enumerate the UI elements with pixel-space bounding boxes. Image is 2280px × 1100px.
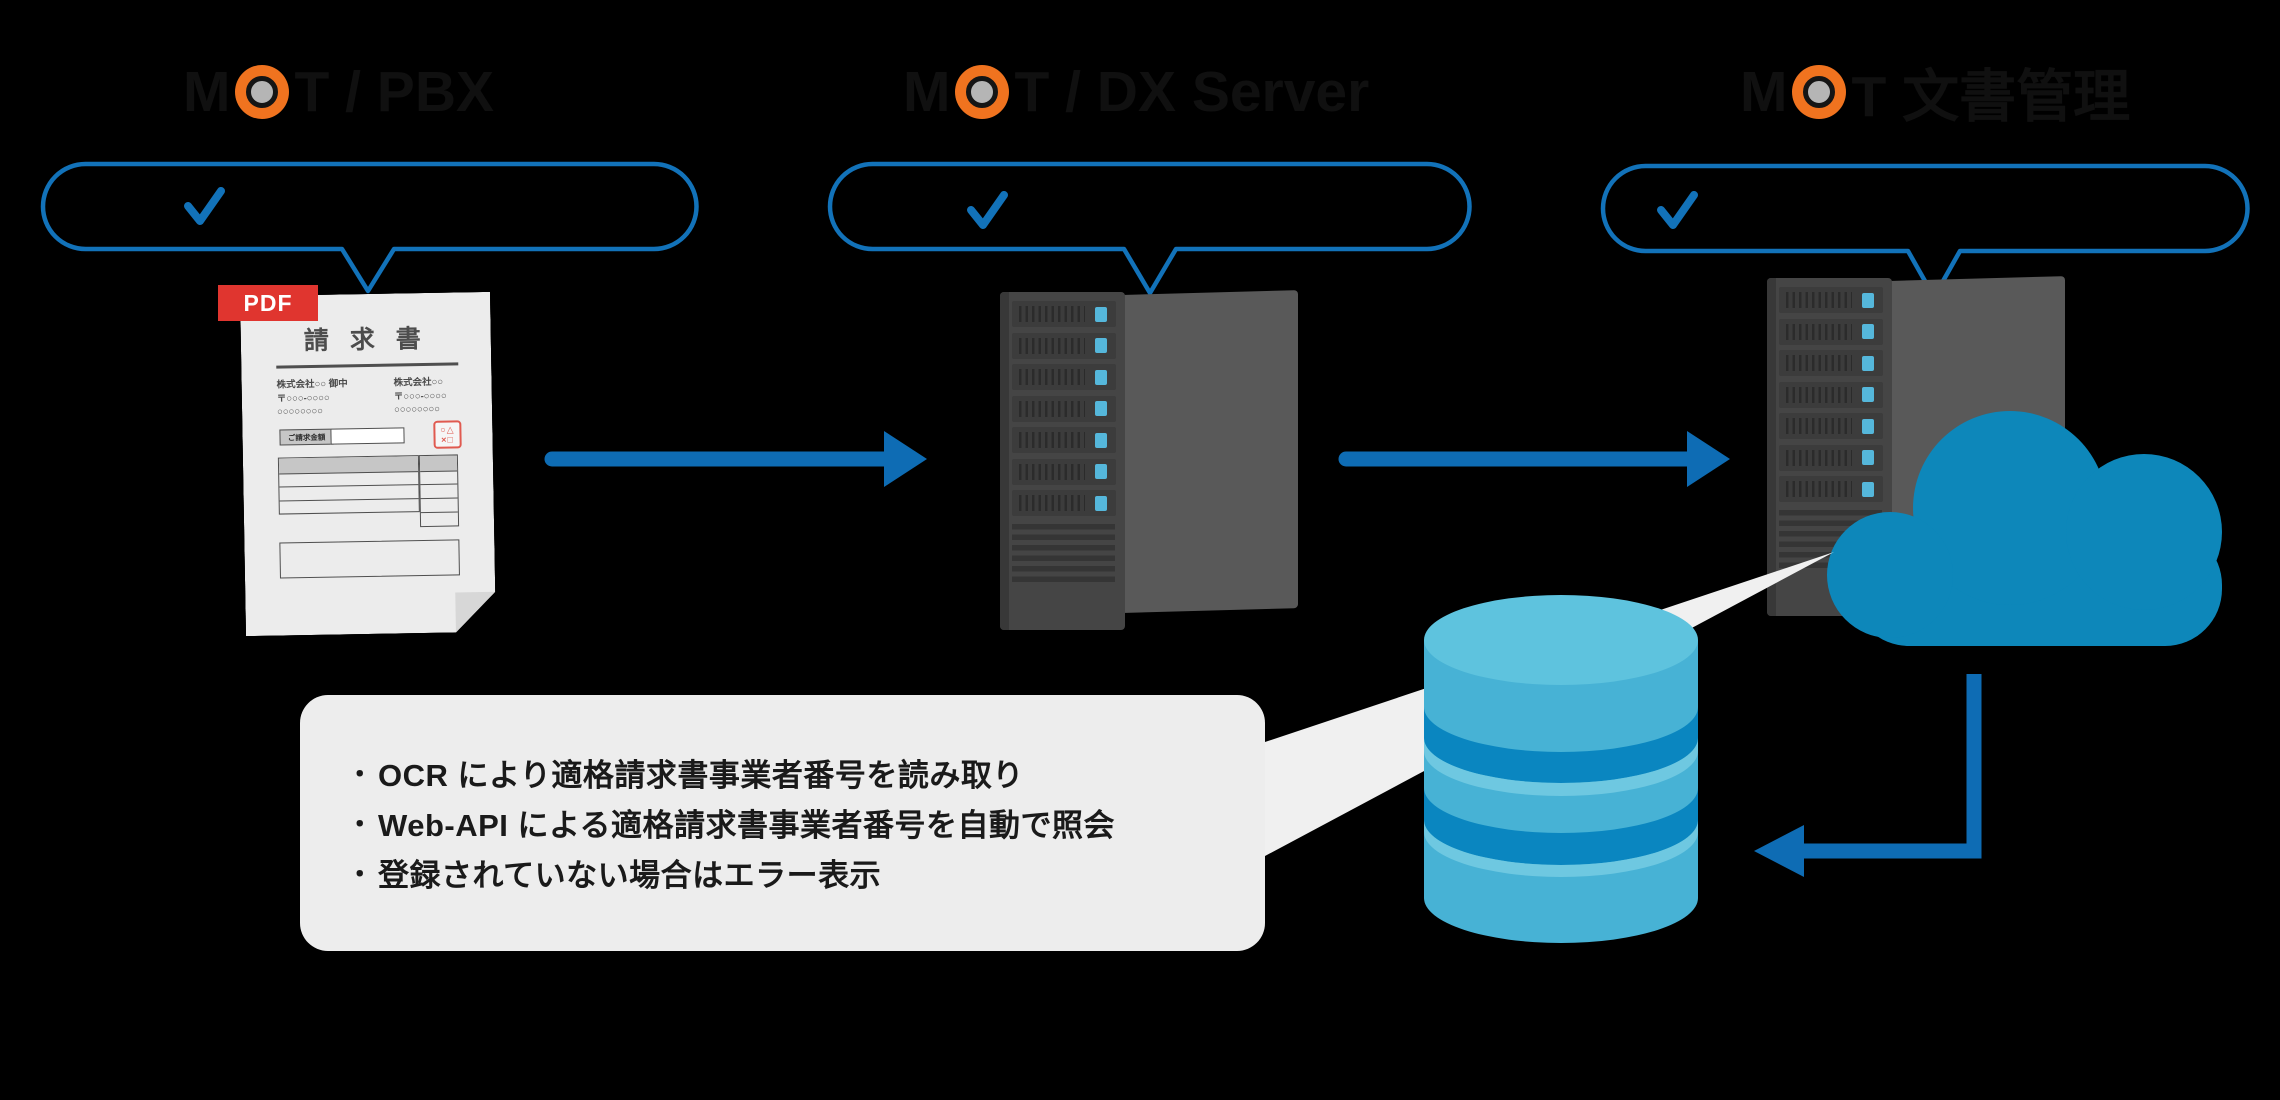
title-text: M (183, 60, 231, 124)
invoice-issuer-block: 株式会社○○ 〒○○○-○○○○ ○○○○○○○○ (393, 376, 447, 416)
checkmark-icon (1657, 191, 1698, 229)
checkmark-icon (967, 191, 1008, 229)
pdf-badge: PDF (218, 285, 318, 321)
checkmark-icon (184, 187, 225, 225)
invoice-line-items-table (278, 455, 420, 514)
title-text: M (903, 60, 951, 124)
server-side-panel (1122, 290, 1298, 613)
invoice-recipient-block: 株式会社○○ 御中 〒○○○-○○○○ ○○○○○○○○ (276, 378, 348, 418)
callout-pointer (1265, 552, 1834, 856)
server-led (1095, 369, 1107, 385)
server-vent-slats (1012, 524, 1115, 586)
note-item: ・ Web-API による適格請求書事業者番号を自動で照会 (342, 797, 1225, 847)
section-title-mot-bunsho-kanri: M T 文書管理 (1740, 60, 2130, 129)
speech-bubble-2 (827, 161, 1472, 296)
server-led (1862, 324, 1874, 339)
bullet-icon: ・ (346, 758, 374, 789)
server-front-panel (1767, 278, 1892, 616)
page-fold-corner (455, 592, 496, 633)
section-title-mot-dx-server: M T / DX Server (903, 60, 1370, 124)
server-led (1095, 464, 1107, 479)
return-arrow-shaft (1802, 674, 1982, 859)
flow-arrow-2-head (1687, 431, 1730, 487)
server-led (1862, 418, 1874, 434)
server-led (1095, 495, 1107, 511)
invoice-amount-value-box (330, 427, 404, 444)
invoice-amount-label: ご請求金額 (279, 429, 333, 446)
speech-bubble-1 (40, 161, 699, 294)
invoice-amount-column (419, 454, 459, 527)
note-item: ・ 登録されていない場合はエラー表示 (342, 847, 1225, 897)
server-front-panel (1000, 292, 1125, 630)
server-led (1862, 450, 1874, 465)
invoice-paper: 請 求 書 株式会社○○ 御中 〒○○○-○○○○ ○○○○○○○○ 株式会社○… (240, 292, 496, 636)
bullet-icon: ・ (346, 808, 374, 839)
invoice-document: 請 求 書 株式会社○○ 御中 〒○○○-○○○○ ○○○○○○○○ 株式会社○… (240, 292, 496, 636)
title-text: M (1740, 60, 1788, 124)
invoice-title-rule (276, 362, 458, 368)
server-led (1862, 292, 1874, 308)
bullet-icon: ・ (346, 858, 374, 889)
invoice-title: 請 求 書 (303, 324, 429, 356)
server-led (1095, 338, 1107, 353)
database-icon (1424, 595, 1698, 943)
return-arrow-head (1754, 825, 1804, 877)
hanko-stamp-icon: ○△ ×□ (433, 420, 461, 448)
server-side-panel (1889, 276, 2065, 599)
server-led (1862, 387, 1874, 402)
mot-logo-icon (1803, 76, 1836, 108)
server-led (1095, 306, 1107, 322)
server-led (1095, 401, 1107, 416)
server-led (1862, 355, 1874, 371)
server-led (1095, 432, 1107, 448)
server-vent-slats (1779, 510, 1882, 572)
note-item: ・ OCR により適格請求書事業者番号を読み取り (342, 747, 1225, 797)
mot-logo-icon (966, 76, 999, 108)
mot-logo-icon (246, 76, 279, 108)
title-text: T 文書管理 (1851, 65, 2131, 129)
dx-server-icon (1000, 290, 1300, 637)
title-text: T / PBX (294, 60, 495, 124)
title-text: T / DX Server (1014, 60, 1370, 124)
document-management-server-icon (1767, 276, 2067, 623)
flow-arrow-1-head (884, 431, 927, 487)
server-led (1862, 481, 1874, 497)
section-title-mot-pbx: M T / PBX (183, 60, 495, 124)
invoice-remarks-box (279, 539, 460, 578)
notes-callout-box: ・ OCR により適格請求書事業者番号を読み取り ・ Web-API による適格… (300, 695, 1265, 951)
